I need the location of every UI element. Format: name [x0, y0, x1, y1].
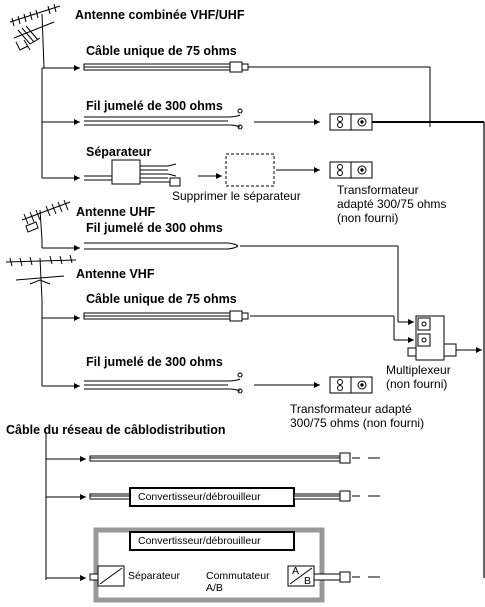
antenna-uhf-label: Antenne UHF: [76, 205, 156, 219]
twin-lead-1: [84, 108, 320, 130]
branch-arrows: [42, 65, 86, 581]
converter-1-label: Convertisseur/débrouilleur: [138, 491, 261, 503]
cable-75-label-a: Câble unique de 75 ohms: [86, 44, 237, 58]
antenna-vhf-label: Antenne VHF: [76, 267, 155, 281]
left-bus-lines: [41, 68, 47, 580]
cable-network-line-2: [89, 487, 380, 507]
coax-cable-1: [83, 61, 431, 127]
transformer-b-label: Transformateur adapté 300/75 ohms (non f…: [290, 402, 425, 430]
remove-splitter-label: Supprimer le séparateur: [172, 189, 301, 203]
converter-2-label: Convertisseur/débrouilleur: [138, 535, 261, 547]
ab-switch-label: Commutateur A/B: [206, 570, 270, 595]
cable-network-label: Câble du réseau de câblodistribution: [6, 423, 226, 437]
splitter-b-label: Séparateur: [128, 570, 180, 582]
multiplexer-label: Multiplexeur (non fourni): [386, 363, 451, 391]
transformer-a-label: Transformateur adapté 300/75 ohms (non f…: [337, 183, 447, 225]
coax-cable-2: [83, 310, 414, 343]
twin-300-uhf-label: Fil jumelé de 300 ohms: [86, 221, 223, 235]
twin-300-label-a: Fil jumelé de 300 ohms: [86, 99, 223, 113]
vhf-antenna-icon: [5, 254, 77, 301]
cable-network-line-3: [89, 527, 380, 603]
splitter-a-group: [84, 153, 320, 187]
twin-lead-2: [84, 372, 320, 394]
transformer-3: [329, 376, 373, 394]
switch-a-letter: A: [292, 565, 300, 577]
twin-300-label-b: Fil jumelé de 300 ohms: [86, 355, 223, 369]
antenna-vhf-uhf-label: Antenne combinée VHF/UHF: [75, 8, 245, 22]
cable-75-label-b: Câble unique de 75 ohms: [86, 292, 237, 306]
transformer-1: [329, 113, 373, 131]
twin-lead-uhf: [84, 242, 414, 325]
cable-network-line-1: [89, 452, 380, 464]
uhf-antenna-icon: [21, 199, 71, 241]
transformer-2: [329, 161, 373, 179]
splitter-a-label: Séparateur: [86, 145, 152, 159]
switch-b-letter: B: [304, 575, 312, 587]
vhf-uhf-antenna-icon: [9, 3, 61, 69]
multiplexer: [407, 315, 482, 361]
